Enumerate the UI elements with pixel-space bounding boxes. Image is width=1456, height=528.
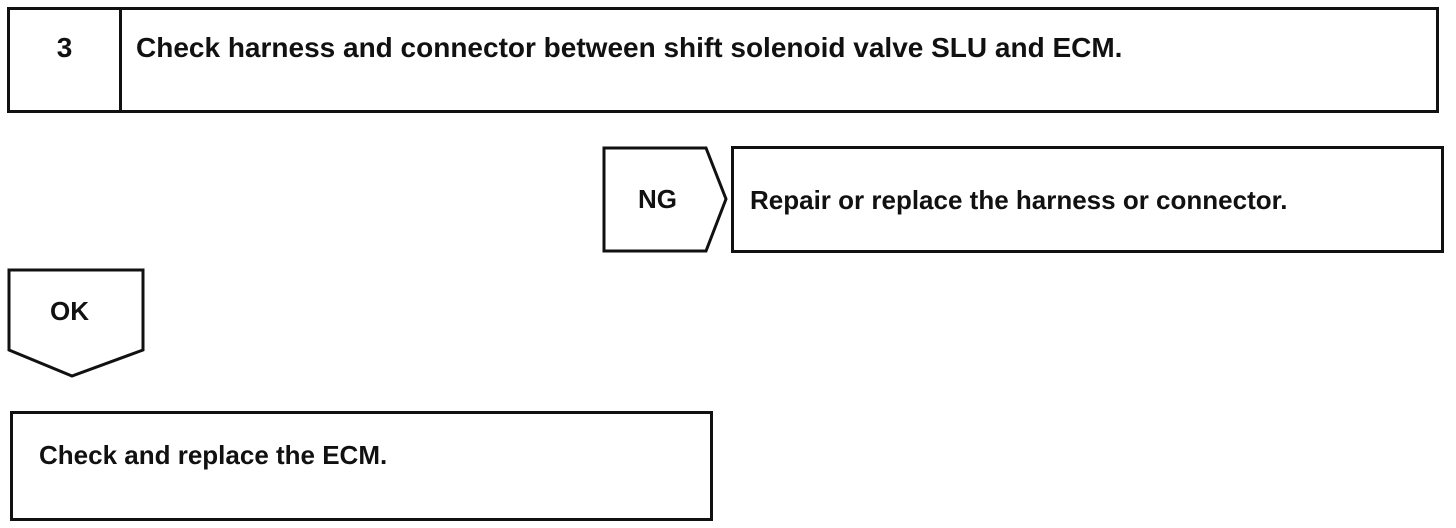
ok-result-text: Check and replace the ECM. <box>39 440 388 470</box>
step-number: 3 <box>10 10 122 110</box>
ok-arrow-shape <box>7 268 145 378</box>
step-box: 3 Check harness and connector between sh… <box>7 7 1439 113</box>
ng-label: NG <box>638 184 677 214</box>
ok-label: OK <box>50 296 89 326</box>
ng-result-text: Repair or replace the harness or connect… <box>750 185 1288 215</box>
ng-result-box: Repair or replace the harness or connect… <box>731 146 1444 253</box>
ng-arrow-shape <box>602 146 728 253</box>
ok-result-box: Check and replace the ECM. <box>10 411 713 521</box>
step-title: Check harness and connector between shif… <box>136 32 1123 63</box>
